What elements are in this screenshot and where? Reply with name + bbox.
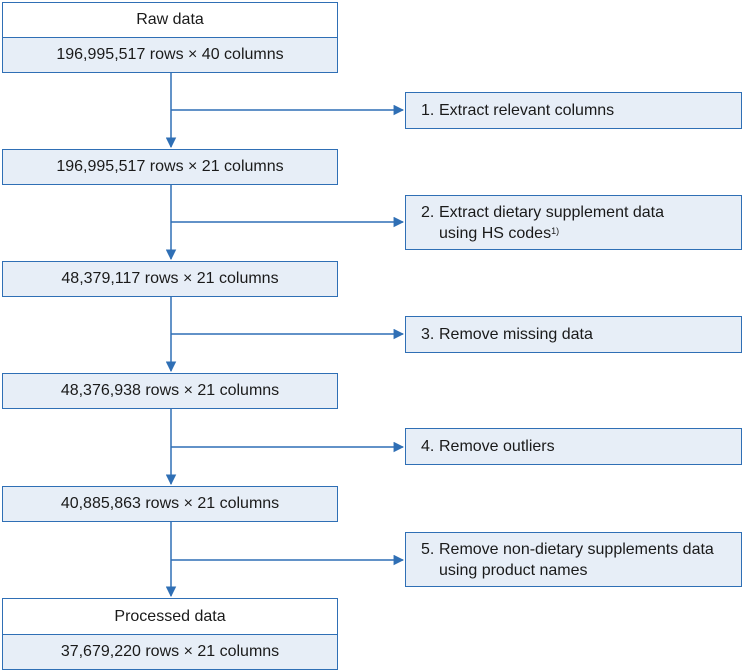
raw-data-title-text: Raw data xyxy=(136,11,204,28)
step-5-text: Remove non-dietary supplements data usin… xyxy=(439,539,714,581)
step-2-text: Extract dietary supplement data using HS… xyxy=(439,202,664,244)
step-1-text: Extract relevant columns xyxy=(439,102,615,119)
stage-2-dims: 48,379,117 rows × 21 columns xyxy=(61,270,279,287)
stage-3-box: 48,376,938 rows × 21 columns xyxy=(2,373,338,409)
processed-data-title-text: Processed data xyxy=(114,607,226,625)
step-5-line-2: using product names xyxy=(439,562,588,579)
step-2-box: 2. Extract dietary supplement data using… xyxy=(405,195,742,250)
step-3-text: Remove missing data xyxy=(439,326,593,343)
stage-3-dims: 48,376,938 rows × 21 columns xyxy=(60,382,280,399)
processed-data-title: Processed data xyxy=(2,598,338,635)
step-1-number: 1. xyxy=(421,102,435,119)
raw-data-dims: 196,995,517 rows × 40 columns xyxy=(2,37,338,73)
step-5-box: 5. Remove non-dietary supplements data u… xyxy=(405,532,742,587)
step-2-footnote: 1) xyxy=(551,226,560,236)
step-2-line-2: using HS codes xyxy=(439,225,552,242)
stage-1-dims: 196,995,517 rows × 21 columns xyxy=(56,158,284,175)
step-3-number: 3. xyxy=(421,326,435,343)
step-5-number: 5. xyxy=(421,541,435,558)
processed-data-dims: 37,679,220 rows × 21 columns xyxy=(2,634,338,670)
processed-data-dims-text: 37,679,220 rows × 21 columns xyxy=(60,643,280,660)
step-4-number: 4. xyxy=(421,438,435,455)
step-4-box: 4. Remove outliers xyxy=(405,428,742,465)
step-5-line-1: Remove non-dietary supplements data xyxy=(439,541,714,558)
stage-4-dims: 40,885,863 rows × 21 columns xyxy=(60,495,280,512)
step-2-number: 2. xyxy=(421,204,435,221)
raw-data-dims-text: 196,995,517 rows × 40 columns xyxy=(56,46,284,63)
stage-2-box: 48,379,117 rows × 21 columns xyxy=(2,261,338,297)
raw-data-title: Raw data xyxy=(2,2,338,38)
stage-4-box: 40,885,863 rows × 21 columns xyxy=(2,486,338,522)
stage-1-box: 196,995,517 rows × 21 columns xyxy=(2,149,338,185)
step-4-text: Remove outliers xyxy=(439,438,555,455)
step-1-box: 1. Extract relevant columns xyxy=(405,92,742,129)
step-3-box: 3. Remove missing data xyxy=(405,316,742,353)
step-2-line-1: Extract dietary supplement data xyxy=(439,204,665,221)
